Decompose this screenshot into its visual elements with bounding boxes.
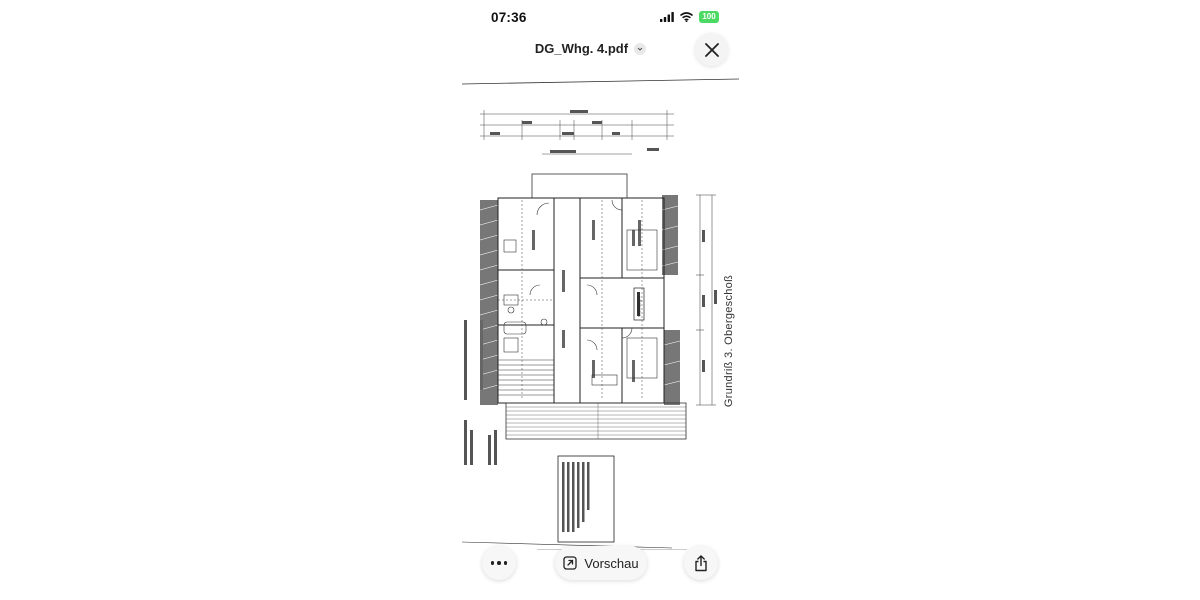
floor-plan-caption: Grundriß 3. Obergeschoß xyxy=(723,274,735,408)
status-icons: 100 xyxy=(660,11,719,23)
cellular-signal-icon xyxy=(660,12,674,22)
title-bar: DG_Whg. 4.pdf xyxy=(462,40,739,60)
more-options-button[interactable] xyxy=(482,546,516,580)
share-icon xyxy=(695,554,707,571)
ellipsis-icon xyxy=(490,561,508,565)
pdf-viewer-screen: 07:36 100 DG_Whg. 4.pdf xyxy=(462,0,739,600)
pdf-page[interactable]: Grundriß 3. Obergeschoß Wohnung 4 xyxy=(462,70,739,551)
chevron-down-icon xyxy=(634,42,647,55)
close-icon xyxy=(704,42,719,57)
preview-label: Vorschau xyxy=(584,555,639,571)
preview-button[interactable]: Vorschau xyxy=(555,546,647,580)
battery-icon: 100 xyxy=(699,11,719,23)
floor-plan-drawing xyxy=(462,78,739,551)
status-time: 07:36 xyxy=(491,10,527,25)
wifi-icon xyxy=(680,12,693,22)
share-button[interactable] xyxy=(684,546,718,580)
document-title-button[interactable]: DG_Whg. 4.pdf xyxy=(534,41,647,56)
open-external-icon xyxy=(563,556,578,570)
document-title: DG_Whg. 4.pdf xyxy=(534,41,629,56)
close-button[interactable] xyxy=(695,33,728,66)
unit-label: Wohnung 4 xyxy=(636,296,642,317)
